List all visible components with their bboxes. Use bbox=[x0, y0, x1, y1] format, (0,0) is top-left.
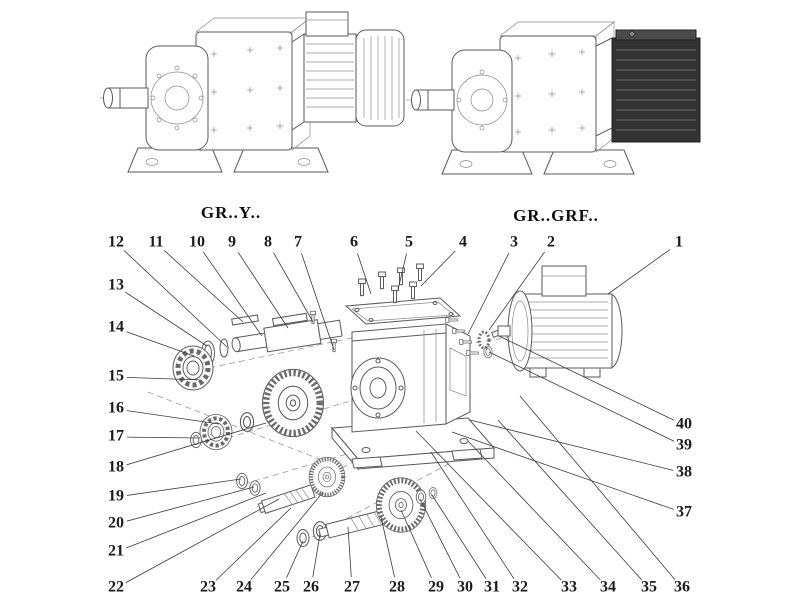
leader-line-19 bbox=[126, 478, 242, 496]
callout-number-25: 25 bbox=[274, 579, 290, 596]
gear-housing bbox=[350, 323, 471, 433]
callout-number-29: 29 bbox=[428, 579, 444, 596]
leader-line-4 bbox=[420, 250, 456, 287]
leader-line-1 bbox=[607, 249, 671, 295]
grf-cover-cap bbox=[615, 29, 697, 41]
leader-line-2 bbox=[488, 251, 545, 331]
callout-number-40: 40 bbox=[676, 416, 692, 433]
callout-number-2: 2 bbox=[547, 234, 555, 251]
callout-number-20: 20 bbox=[108, 515, 124, 532]
callout-number-26: 26 bbox=[303, 579, 319, 596]
leader-line-20 bbox=[126, 486, 255, 522]
variant-label-grgrf: GR..GRF.. bbox=[513, 206, 599, 225]
leader-line-8 bbox=[273, 252, 314, 323]
callout-number-9: 9 bbox=[228, 234, 236, 251]
callout-number-23: 23 bbox=[200, 579, 216, 596]
leader-line-32 bbox=[430, 451, 515, 580]
leader-line-27 bbox=[347, 526, 352, 578]
callout-number-15: 15 bbox=[108, 368, 124, 385]
exploded-assembly-art bbox=[147, 263, 623, 547]
callout-number-24: 24 bbox=[236, 579, 252, 596]
leader-line-15 bbox=[126, 376, 201, 381]
output-shaft-assembly bbox=[231, 312, 343, 353]
callout-number-34: 34 bbox=[600, 579, 616, 596]
callout-number-6: 6 bbox=[350, 234, 358, 251]
callout-number-7: 7 bbox=[294, 234, 302, 251]
gear-side-bearing bbox=[200, 414, 232, 449]
leader-line-35 bbox=[497, 419, 642, 581]
leader-line-39 bbox=[488, 351, 675, 442]
callout-number-27: 27 bbox=[344, 579, 360, 596]
leader-line-23 bbox=[215, 507, 292, 581]
housing-top-cover bbox=[344, 297, 462, 325]
leader-line-24 bbox=[250, 491, 324, 580]
leader-line-21 bbox=[126, 492, 267, 549]
callout-number-12: 12 bbox=[108, 234, 124, 251]
shaft-key bbox=[231, 314, 259, 326]
leader-line-30 bbox=[419, 498, 461, 579]
callout-number-38: 38 bbox=[676, 464, 692, 481]
callout-number-22: 22 bbox=[108, 579, 124, 596]
large-helical-gear bbox=[263, 369, 324, 436]
callout-number-10: 10 bbox=[189, 234, 205, 251]
leader-line-10 bbox=[202, 251, 263, 337]
leader-line-22 bbox=[125, 498, 280, 584]
leader-line-16 bbox=[126, 410, 220, 425]
leader-line-26 bbox=[312, 533, 321, 578]
callout-number-36: 36 bbox=[674, 579, 690, 596]
leader-line-5 bbox=[397, 253, 407, 291]
callout-number-18: 18 bbox=[108, 459, 124, 476]
leader-line-31 bbox=[431, 494, 487, 579]
callout-number-8: 8 bbox=[264, 234, 272, 251]
leader-line-18 bbox=[126, 422, 267, 466]
callout-number-17: 17 bbox=[108, 428, 124, 445]
leader-line-29 bbox=[400, 509, 432, 579]
variant-label-gry: GR..Y.. bbox=[201, 203, 261, 222]
leader-line-9 bbox=[237, 251, 289, 329]
leader-line-14 bbox=[126, 331, 195, 357]
leader-line-3 bbox=[467, 252, 510, 335]
callout-number-33: 33 bbox=[561, 579, 577, 596]
callout-number-13: 13 bbox=[108, 277, 124, 294]
callout-number-37: 37 bbox=[676, 504, 692, 521]
leader-line-40 bbox=[498, 335, 675, 421]
callout-number-30: 30 bbox=[457, 579, 473, 596]
callout-number-16: 16 bbox=[108, 400, 124, 417]
leader-line-33 bbox=[415, 430, 562, 581]
leader-line-12 bbox=[123, 250, 228, 348]
callout-number-35: 35 bbox=[641, 579, 657, 596]
callout-number-39: 39 bbox=[676, 437, 692, 454]
callout-number-3: 3 bbox=[510, 234, 518, 251]
callout-number-4: 4 bbox=[459, 234, 467, 251]
leader-line-37 bbox=[451, 431, 674, 510]
callout-number-31: 31 bbox=[484, 579, 500, 596]
leader-line-13 bbox=[124, 291, 208, 347]
callout-number-1: 1 bbox=[675, 234, 683, 251]
gearmotor-assembled-view-gry bbox=[100, 11, 405, 173]
leader-line-36 bbox=[519, 395, 676, 580]
callout-number-28: 28 bbox=[389, 579, 405, 596]
leader-line-6 bbox=[357, 253, 372, 295]
callout-number-11: 11 bbox=[148, 234, 163, 251]
leader-line-7 bbox=[301, 253, 335, 351]
callout-number-21: 21 bbox=[108, 543, 124, 560]
callout-number-5: 5 bbox=[405, 234, 413, 251]
intermediate-shaft-1 bbox=[236, 455, 347, 514]
intermediate-shaft-2 bbox=[296, 478, 438, 547]
leader-line-17 bbox=[126, 436, 201, 439]
leader-line-11 bbox=[163, 250, 244, 323]
leader-line-34 bbox=[467, 440, 601, 581]
callout-number-19: 19 bbox=[108, 488, 124, 505]
electric-motor bbox=[497, 265, 623, 378]
callout-number-32: 32 bbox=[512, 579, 528, 596]
retaining-ring bbox=[219, 338, 229, 358]
leader-line-28 bbox=[380, 516, 395, 578]
callout-number-14: 14 bbox=[108, 319, 124, 336]
leader-line-38 bbox=[469, 419, 674, 471]
output-bearing bbox=[173, 346, 213, 390]
gearmotor-assembled-view-grgrf bbox=[406, 21, 701, 175]
leader-line-25 bbox=[286, 540, 304, 579]
